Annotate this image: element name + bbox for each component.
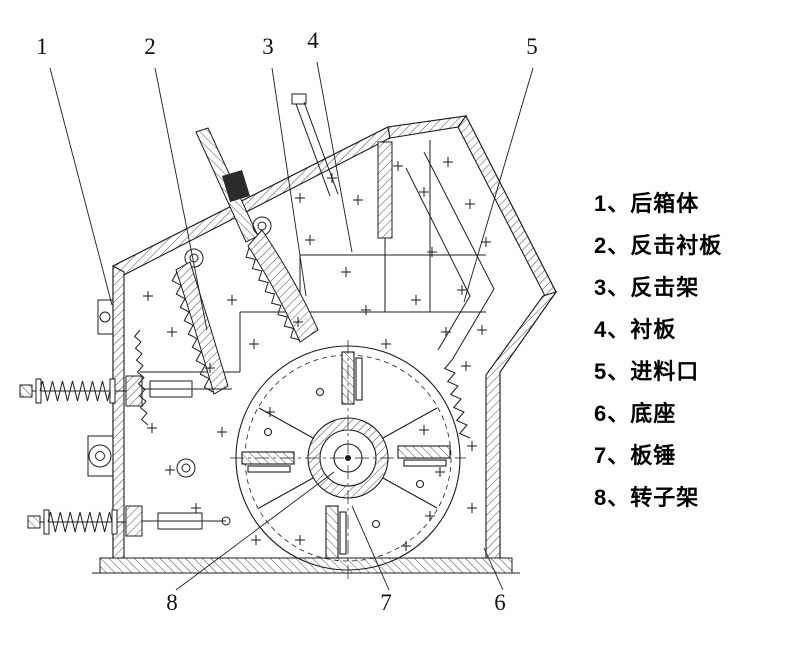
legend-label: 衬板 xyxy=(630,317,677,342)
callout-7: 7 xyxy=(380,590,392,615)
left-wall-details xyxy=(87,299,196,478)
leader-line-8 xyxy=(175,471,335,591)
legend-label: 进料口 xyxy=(630,359,700,384)
legend-item-3: 3、反击架 xyxy=(594,267,722,309)
impact-apron-rear xyxy=(245,93,339,343)
legend-label: 反击衬板 xyxy=(630,233,723,258)
legend-item-2: 2、反击衬板 xyxy=(594,225,722,267)
leader-line-7 xyxy=(351,505,390,591)
legend-index: 2、 xyxy=(594,233,631,258)
leader-line-5 xyxy=(463,67,534,303)
legend-label: 后箱体 xyxy=(630,191,700,216)
legend-item-6: 6、底座 xyxy=(594,393,722,435)
legend-item-1: 1、后箱体 xyxy=(594,183,722,225)
impact-apron-front xyxy=(171,127,259,395)
leader-lines xyxy=(49,61,534,591)
liner-panel-lines xyxy=(140,140,486,373)
tension-springs xyxy=(19,375,232,537)
legend-label: 底座 xyxy=(630,401,677,426)
legend-item-4: 4、衬板 xyxy=(594,309,722,351)
legend-index: 7、 xyxy=(594,443,631,468)
casing-outline xyxy=(112,114,558,559)
callout-8: 8 xyxy=(166,590,178,615)
feed-inlet-chute xyxy=(405,151,495,439)
legend-item-7: 7、板锤 xyxy=(594,435,722,477)
crusher-section-diagram xyxy=(19,61,558,591)
legend-index: 6、 xyxy=(594,401,631,426)
callout-5: 5 xyxy=(526,34,538,59)
legend-label: 板锤 xyxy=(630,443,677,468)
legend-index: 8、 xyxy=(594,485,631,510)
legend: 1、后箱体 2、反击衬板 3、反击架 4、衬板 5、进料口 6、底座 7、板锤 … xyxy=(594,183,722,519)
legend-label: 反击架 xyxy=(630,275,700,300)
legend-index: 4、 xyxy=(594,317,631,342)
center-lines xyxy=(230,340,466,582)
legend-label: 转子架 xyxy=(630,485,700,510)
leader-line-3 xyxy=(271,67,307,297)
legend-item-5: 5、进料口 xyxy=(594,351,722,393)
callout-4: 4 xyxy=(307,28,319,53)
leader-line-2 xyxy=(154,67,208,331)
legend-index: 1、 xyxy=(594,191,631,216)
callout-2: 2 xyxy=(144,34,156,59)
callout-3: 3 xyxy=(262,34,274,59)
legend-item-8: 8、转子架 xyxy=(594,477,722,519)
callout-6: 6 xyxy=(494,590,506,615)
legend-index: 3、 xyxy=(594,275,631,300)
leader-line-6 xyxy=(483,547,504,591)
callout-1: 1 xyxy=(36,34,48,59)
plus-marks xyxy=(143,157,491,551)
legend-index: 5、 xyxy=(594,359,631,384)
leader-line-1 xyxy=(49,67,113,306)
leader-line-4 xyxy=(316,61,353,253)
base-plate xyxy=(92,557,520,574)
